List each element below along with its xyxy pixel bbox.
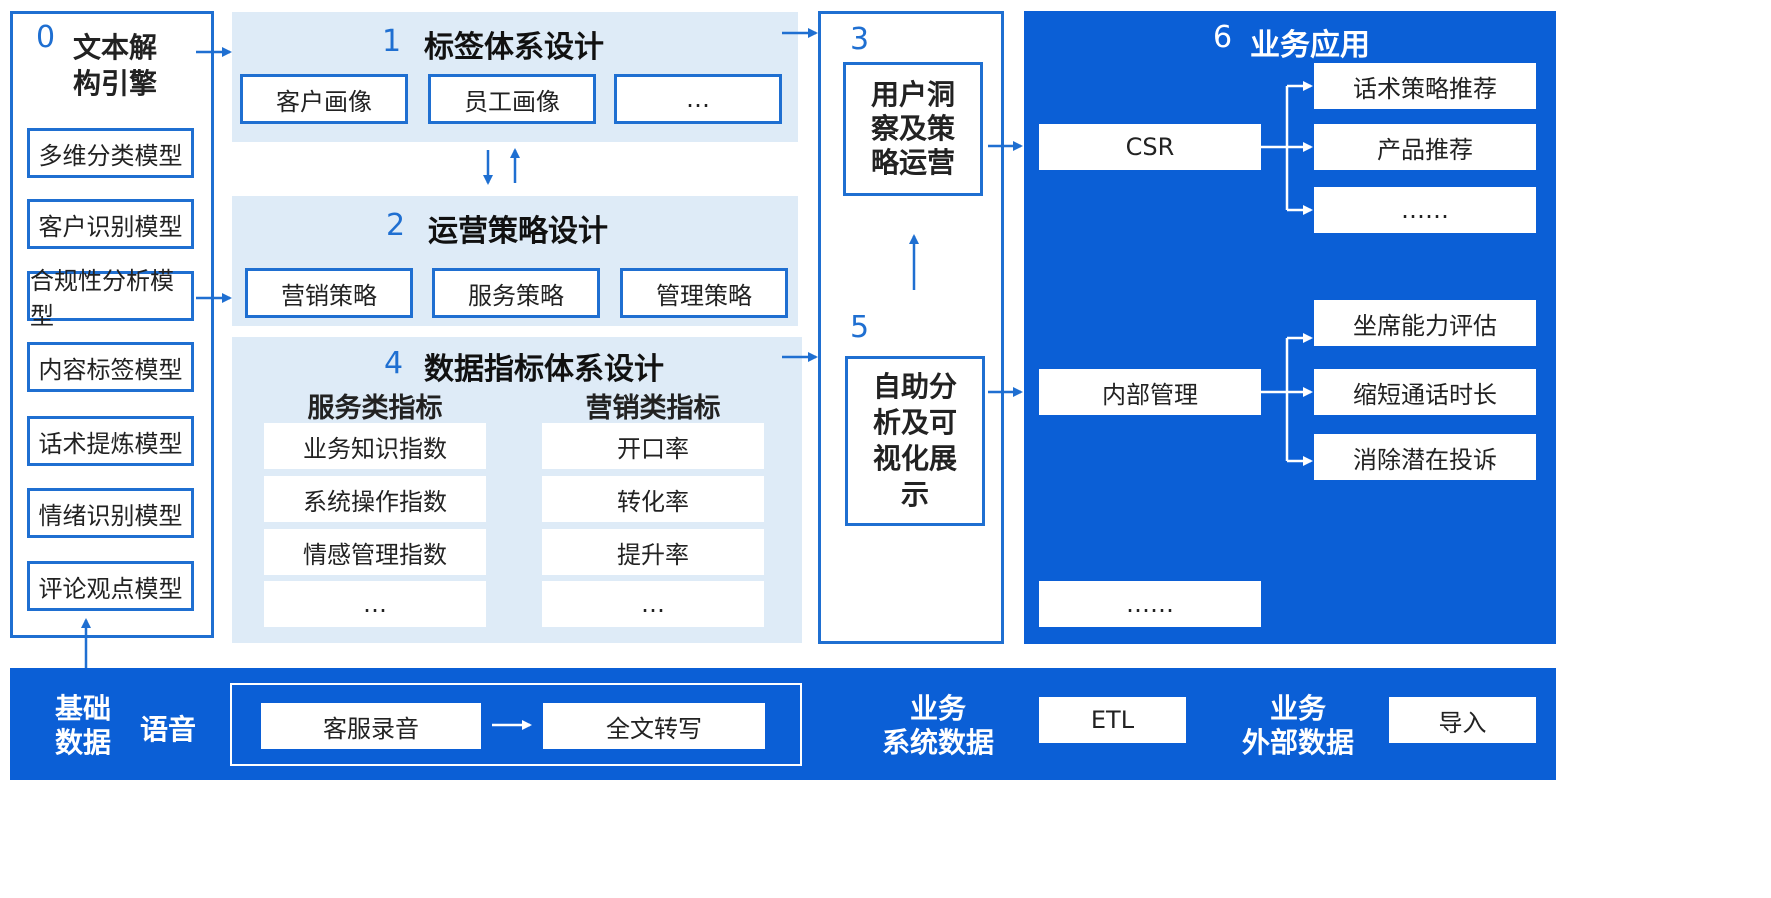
import-box: 导入 [1389, 697, 1536, 743]
insight-analysis-panel [818, 11, 1004, 644]
strategy-box-marketing: 营销策略 [245, 268, 413, 318]
model-box-review-opinion: 评论观点模型 [27, 561, 194, 611]
strategy-box-management: 管理策略 [620, 268, 788, 318]
business-system-data-label: 业务 系统数据 [881, 692, 994, 759]
insight-number: 3 [850, 22, 870, 57]
metric-service-more: … [264, 581, 486, 627]
base-data-label: 基础 数据 [54, 692, 111, 759]
metric-conversion-rate: 转化率 [542, 476, 764, 522]
strategy-title: 运营策略设计 [428, 214, 608, 249]
tag-system-number: 1 [382, 24, 402, 59]
voice-group-frame [230, 683, 802, 766]
tag-box-more: … [614, 74, 782, 124]
engine-number: 0 [36, 20, 56, 55]
analysis-line-4: 示 [900, 478, 929, 511]
analysis-number: 5 [850, 310, 870, 345]
business-title: 业务应用 [1250, 28, 1370, 63]
csr-box: CSR [1039, 124, 1261, 170]
metric-emotion-index: 情感管理指数 [264, 529, 486, 575]
tag-box-staff: 员工画像 [428, 74, 596, 124]
model-box-content-tag: 内容标签模型 [27, 342, 194, 392]
recording-box: 客服录音 [261, 703, 481, 749]
analysis-line-2: 析及可 [872, 406, 957, 439]
tag-system-title: 标签体系设计 [424, 30, 604, 65]
csr-item-more: …… [1314, 187, 1536, 233]
model-box-script-extract: 话术提炼模型 [27, 416, 194, 466]
model-box-compliance: 合规性分析模型 [27, 267, 194, 330]
analysis-line-3: 视化展 [872, 442, 957, 475]
engine-title-line1: 文本解 [72, 31, 157, 64]
internal-item-shorten-call: 缩短通话时长 [1314, 369, 1536, 415]
marketing-metrics-header: 营销类指标 [585, 393, 721, 424]
model-box-customer-id: 客户识别模型 [27, 199, 194, 249]
strategy-box-service: 服务策略 [432, 268, 600, 318]
voice-label: 语音 [140, 713, 197, 746]
tag-box-customer: 客户画像 [240, 74, 408, 124]
engine-title-line2: 构引擎 [72, 67, 157, 100]
analysis-line-1: 自助分 [872, 370, 957, 403]
metrics-title: 数据指标体系设计 [424, 352, 664, 387]
csr-item-script-recommend: 话术策略推荐 [1314, 63, 1536, 109]
internal-item-agent-eval: 坐席能力评估 [1314, 300, 1536, 346]
engine-title: 文本解 构引擎 [60, 30, 170, 102]
model-box-multiclass: 多维分类模型 [27, 128, 194, 178]
insight-line-2: 察及策 [870, 112, 955, 145]
insight-line-1: 用户洞 [870, 78, 955, 111]
csr-item-product-recommend: 产品推荐 [1314, 124, 1536, 170]
etl-box: ETL [1039, 697, 1186, 743]
internal-management-box: 内部管理 [1039, 369, 1261, 415]
metric-operation-index: 系统操作指数 [264, 476, 486, 522]
metric-lift-rate: 提升率 [542, 529, 764, 575]
metrics-number: 4 [384, 346, 404, 381]
metric-marketing-more: … [542, 581, 764, 627]
analysis-box: 自助分 析及可 视化展 示 [845, 356, 985, 526]
business-number: 6 [1213, 20, 1233, 55]
internal-item-eliminate-complaint: 消除潜在投诉 [1314, 434, 1536, 480]
strategy-number: 2 [386, 208, 406, 243]
insight-line-3: 略运营 [870, 146, 955, 179]
metric-open-rate: 开口率 [542, 423, 764, 469]
transcript-box: 全文转写 [543, 703, 765, 749]
insight-box: 用户洞 察及策 略运营 [843, 62, 983, 196]
business-external-data-label: 业务 外部数据 [1241, 692, 1354, 759]
business-more-box: …… [1039, 581, 1261, 627]
metric-knowledge-index: 业务知识指数 [264, 423, 486, 469]
model-box-emotion: 情绪识别模型 [27, 488, 194, 538]
service-metrics-header: 服务类指标 [307, 393, 443, 424]
